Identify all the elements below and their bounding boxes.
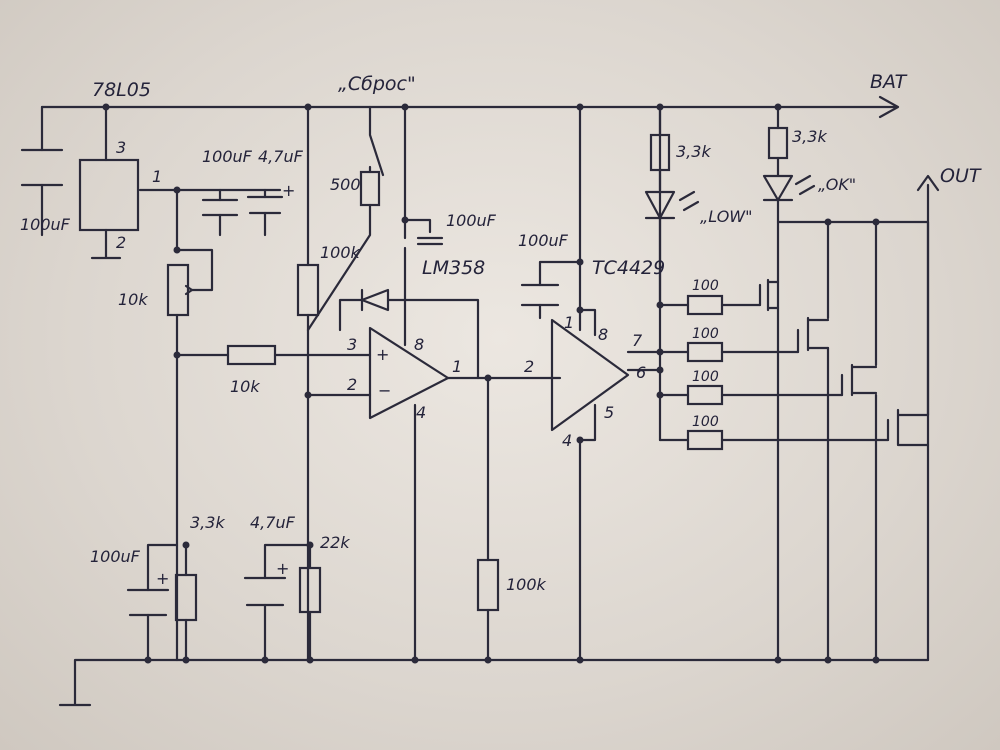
- driver-pin2: 2: [524, 357, 534, 376]
- opamp-pin1: 1: [452, 357, 462, 376]
- r-bot1-label: 3,3k: [190, 513, 225, 532]
- r-pullup-label: 100k: [320, 243, 361, 262]
- r-bot2-symbol: [298, 566, 322, 614]
- r-out-symbol: [476, 558, 500, 612]
- cap-reg2-symbol: [246, 195, 284, 215]
- r-gate2-label: 100: [692, 326, 719, 342]
- mosfet-1-symbol: [758, 278, 780, 312]
- mosfet-4-symbol: [886, 408, 930, 447]
- c-drv-label: 100uF: [518, 231, 569, 250]
- driver-pin5: 5: [604, 403, 614, 422]
- driver-pin8: 8: [598, 325, 608, 344]
- driver-symbol: [550, 318, 630, 432]
- cap-drv-symbol: [520, 283, 560, 307]
- c-bot2-label: 4,7uF: [250, 513, 296, 532]
- cap-reg1-symbol: [201, 198, 239, 217]
- led-ok-symbol: [762, 174, 794, 202]
- led-ok-label: „OK": [818, 175, 856, 194]
- opamp-minus: −: [378, 381, 391, 400]
- r-low-label: 3,3k: [676, 142, 711, 161]
- driver-name: TC4429: [592, 257, 665, 279]
- r-gate3-label: 100: [692, 369, 719, 385]
- reset-label: „Сброс": [338, 73, 416, 95]
- c-reg1-label: 100uF: [202, 147, 253, 166]
- components: [20, 126, 930, 622]
- c-reg2-label: 4,7uF: [258, 147, 304, 166]
- driver-pin4: 4: [562, 431, 572, 450]
- r-gate3-symbol: [686, 384, 724, 406]
- out-label: OUT: [940, 165, 982, 187]
- opamp-symbol: [368, 326, 450, 420]
- r-gate4-symbol: [686, 429, 724, 451]
- labels: 78L05 3 1 2 „Сброс" BAT OUT 100uF 100uF …: [20, 71, 982, 594]
- opamp-pin3: 3: [347, 335, 357, 354]
- opamp-pin8: 8: [414, 335, 424, 354]
- mosfet-2-symbol: [796, 316, 830, 354]
- c-bot1-pol: +: [156, 569, 169, 588]
- r-bot2-label: 22k: [320, 533, 350, 552]
- r-bot1-symbol: [174, 573, 198, 622]
- junctions: [102, 103, 880, 664]
- opamp-pin4: 4: [416, 403, 426, 422]
- r-out-label: 100k: [506, 575, 547, 594]
- cap-in-symbol: [20, 148, 64, 187]
- cap-bot1-symbol: [126, 588, 170, 617]
- c-opamp-label: 100uF: [446, 211, 497, 230]
- cap-bot2-symbol: [243, 576, 287, 607]
- r-gate2-symbol: [686, 341, 724, 363]
- c-bot1-label: 100uF: [90, 547, 141, 566]
- reg-pin-out: 1: [152, 167, 162, 186]
- pot-symbol: [166, 263, 190, 317]
- mosfet-3-symbol: [840, 363, 878, 397]
- r-gate4-label: 100: [692, 414, 719, 430]
- regulator-box: [78, 158, 140, 232]
- reg-pin-gnd: 2: [116, 233, 126, 252]
- c-bot2-pol: +: [276, 559, 289, 578]
- r-ok-symbol: [767, 126, 789, 160]
- driver-pin6: 6: [636, 363, 646, 382]
- c-reg2-pol: +: [282, 181, 295, 200]
- diode-symbol: [360, 288, 390, 312]
- led-low-symbol: [644, 190, 676, 220]
- r-pullup-symbol: [296, 263, 320, 317]
- r-low-symbol: [649, 133, 671, 172]
- r-gate1-label: 100: [692, 278, 719, 294]
- led-low-label: „LOW": [700, 207, 752, 226]
- driver-pin1: 1: [564, 313, 574, 332]
- r-reset-label: 500: [330, 175, 361, 194]
- r-gate1-symbol: [686, 294, 724, 316]
- r-in-symbol: [226, 344, 277, 366]
- r-in-label: 10k: [230, 377, 260, 396]
- c-in-label: 100uF: [20, 215, 71, 234]
- r-reset-symbol: [359, 170, 381, 207]
- bat-label: BAT: [870, 71, 908, 93]
- reg-pin-in: 3: [116, 138, 126, 157]
- opamp-name: LM358: [422, 257, 485, 279]
- opamp-pin2: 2: [347, 375, 357, 394]
- regulator-name: 78L05: [92, 79, 151, 101]
- driver-pin7: 7: [632, 331, 643, 350]
- opamp-plus: +: [376, 345, 389, 364]
- r-pot-label: 10k: [118, 290, 148, 309]
- r-ok-label: 3,3k: [792, 127, 827, 146]
